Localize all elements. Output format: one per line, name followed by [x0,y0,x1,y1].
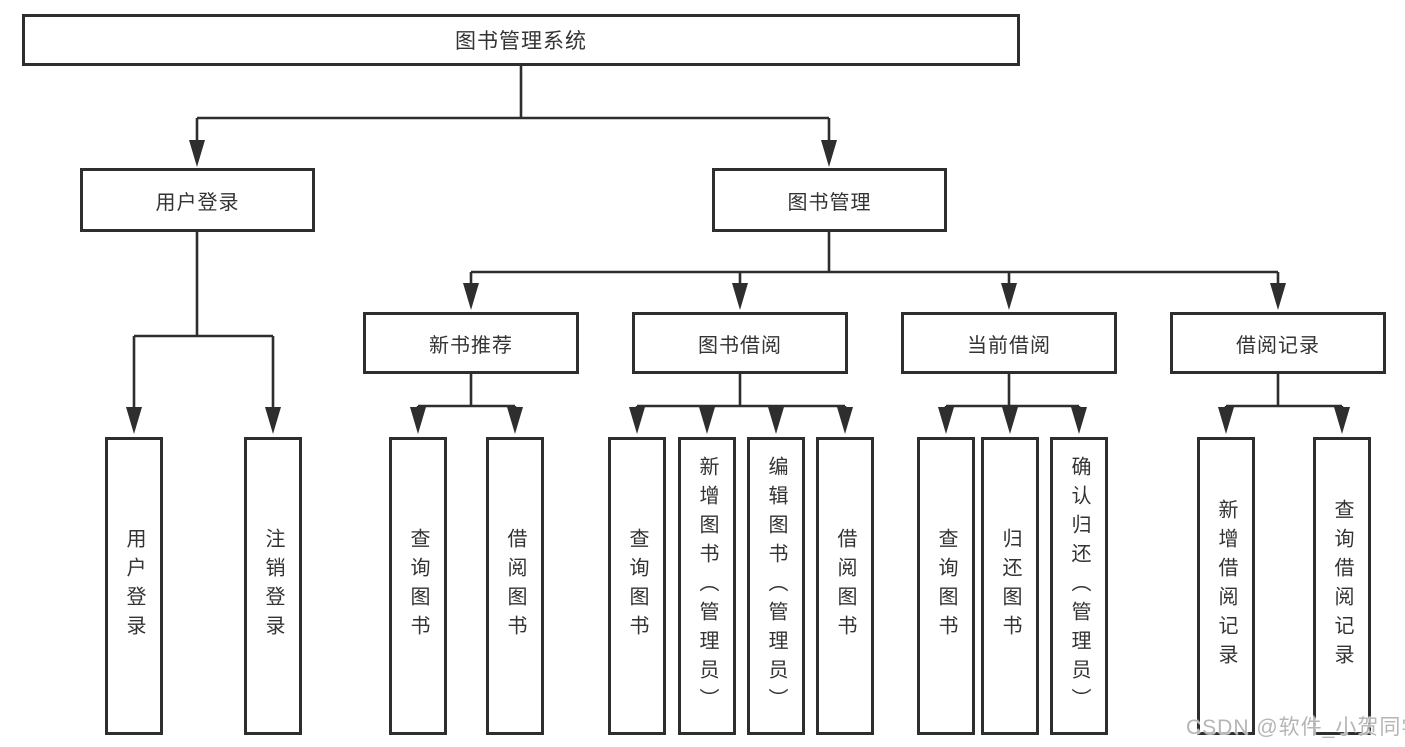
node-label: 查询图书 [407,528,429,644]
node-label: 借阅图书 [834,528,856,644]
node-borrow-records: 借阅记录 [1170,312,1386,374]
node-label: 归还图书 [999,528,1021,644]
node-leaf-add-borrow-record: 新增借阅记录 [1197,437,1255,735]
node-leaf-confirm-return-admin: 确认归还（管理员） [1050,437,1108,735]
node-label: 编辑图书（管理员） [765,455,787,717]
node-leaf-borrow-books-recommend: 借阅图书 [486,437,544,735]
node-label: 当前借阅 [967,334,1051,357]
node-label: 用户登录 [155,191,240,214]
node-leaf-query-books-current: 查询图书 [917,437,975,735]
node-label: 查询图书 [626,528,648,644]
node-label: 新增借阅记录 [1215,499,1237,673]
node-label: 注销登录 [262,528,284,644]
node-leaf-query-books-recommend: 查询图书 [389,437,447,735]
node-book-borrow: 图书借阅 [632,312,848,374]
node-label: 图书管理 [787,191,872,214]
node-label: 新书推荐 [429,334,513,357]
node-label: 借阅记录 [1236,334,1320,357]
node-user-login: 用户登录 [80,168,315,232]
node-leaf-return-book: 归还图书 [981,437,1039,735]
node-leaf-query-borrow-record: 查询借阅记录 [1313,437,1371,735]
node-leaf-edit-book-admin: 编辑图书（管理员） [747,437,805,735]
node-new-book-recommend: 新书推荐 [363,312,579,374]
node-leaf-logout: 注销登录 [244,437,302,735]
node-leaf-user-login: 用户登录 [105,437,163,735]
node-leaf-query-books-borrow: 查询图书 [608,437,666,735]
node-book-management: 图书管理 [712,168,947,232]
node-leaf-borrow-books: 借阅图书 [816,437,874,735]
node-label: 用户登录 [123,528,145,644]
node-label: 图书借阅 [698,334,782,357]
node-label: 查询借阅记录 [1331,499,1353,673]
node-leaf-add-book-admin: 新增图书（管理员） [678,437,736,735]
csdn-watermark: CSDN @软件_小贺同学 [1186,716,1405,739]
node-label: 查询图书 [935,528,957,644]
node-label: 借阅图书 [504,528,526,644]
node-library-management-system: 图书管理系统 [22,14,1020,66]
node-label: 新增图书（管理员） [696,455,718,717]
node-label: 确认归还（管理员） [1068,455,1090,717]
node-current-borrow: 当前借阅 [901,312,1117,374]
node-label: 图书管理系统 [455,30,587,53]
